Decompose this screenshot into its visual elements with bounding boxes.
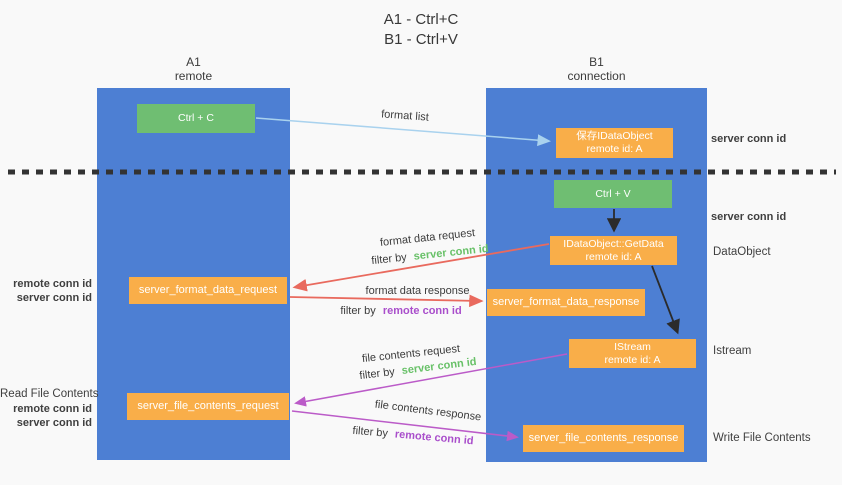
column-a-title: A1 [186, 55, 201, 69]
label-read-file-contents: Read File Contents [0, 388, 99, 400]
node-idataobject-getdata: IDataObject::GetData remote id: A [550, 236, 677, 265]
node-istream-line2: remote id: A [604, 353, 661, 366]
label-format-list: format list [380, 108, 430, 124]
label-remote-conn-id-left-2: remote conn id [13, 403, 92, 415]
remote-conn-id-text: remote conn id [394, 428, 474, 448]
label-filter-by-remote-conn-id-mid: filter by remote conn id [330, 305, 472, 317]
node-ctrl-c-label: Ctrl + C [178, 112, 214, 124]
filter-by-text: filter by [340, 305, 376, 317]
node-ctrl-c: Ctrl + C [137, 104, 255, 133]
label-file-contents-response: file contents response [374, 398, 482, 424]
filter-by-text: filter by [352, 424, 389, 440]
node-server-file-contents-response: server_file_contents_response [523, 425, 684, 452]
column-b-subtitle: connection [567, 69, 626, 83]
node-idataobject-getdata-line2: remote id: A [585, 250, 642, 263]
column-b-title: B1 [589, 55, 604, 69]
node-server-format-data-response: server_format_data_response [487, 289, 645, 316]
label-dataobject: DataObject [713, 246, 771, 258]
label-server-conn-id-left-1: server conn id [16, 292, 92, 304]
server-conn-id-text: server conn id [413, 242, 490, 263]
filter-by-text: filter by [370, 251, 408, 268]
node-ctrl-v: Ctrl + V [554, 180, 672, 208]
node-server-format-data-request-label: server_format_data_request [138, 284, 278, 296]
node-istream-line1: IStream [614, 340, 651, 353]
label-write-file-contents: Write File Contents [713, 432, 811, 444]
node-server-file-contents-response-label: server_file_contents_response [528, 432, 679, 444]
label-format-data-response: format data response [365, 285, 470, 297]
arrow-format-data-response [289, 294, 484, 308]
column-a-header: A1 remote [97, 55, 290, 83]
node-ctrl-v-label: Ctrl + V [595, 187, 631, 200]
label-filter-by-remote-conn-id-bottom: filter by remote conn id [342, 424, 485, 448]
node-server-format-data-response-label: server_format_data_response [492, 296, 640, 308]
column-a-subtitle: remote [174, 69, 213, 83]
node-save-idataobject: 保存IDataObject remote id: A [556, 128, 673, 158]
label-remote-conn-id-left-1: remote conn id [13, 278, 92, 290]
node-idataobject-getdata-line1: IDataObject::GetData [563, 237, 664, 250]
label-server-conn-id-left-2: server conn id [16, 417, 92, 429]
title-line-b1: B1 - Ctrl+V [384, 31, 458, 48]
column-b-header: B1 connection [486, 55, 707, 83]
node-server-file-contents-request: server_file_contents_request [127, 393, 289, 420]
node-server-format-data-request: server_format_data_request [129, 277, 287, 304]
node-save-idataobject-line1: 保存IDataObject [576, 130, 653, 142]
label-server-conn-id-right-mid: server conn id [711, 211, 787, 223]
label-istream: Istream [713, 345, 752, 357]
diagram-title: A1 - Ctrl+C B1 - Ctrl+V [0, 10, 842, 50]
node-server-file-contents-request-label: server_file_contents_request [137, 400, 279, 412]
node-save-idataobject-line2: remote id: A [586, 143, 643, 155]
node-istream: IStream remote id: A [569, 339, 696, 368]
title-line-a1: A1 - Ctrl+C [383, 11, 459, 28]
filter-by-text: filter by [358, 365, 396, 383]
label-server-conn-id-right-top: server conn id [711, 133, 787, 145]
remote-conn-id-text: remote conn id [382, 305, 462, 317]
